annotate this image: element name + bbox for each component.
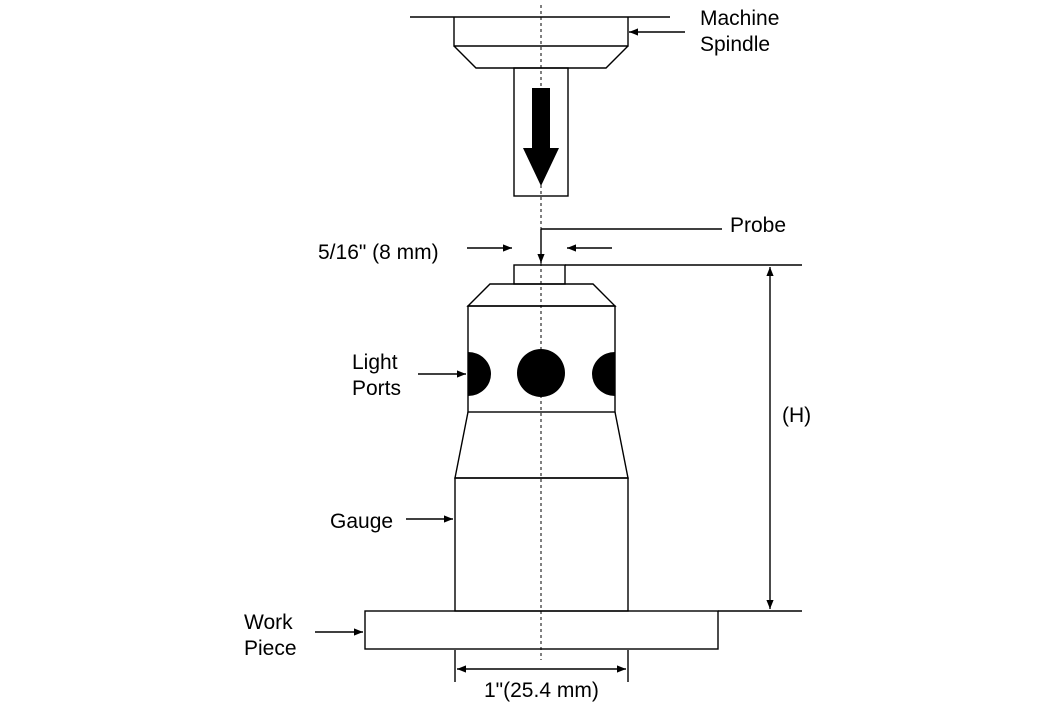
gauge-label: Gauge — [330, 510, 394, 533]
work-piece-label-line2: Piece — [244, 637, 297, 660]
height-label: (H) — [782, 404, 812, 427]
light-port-left — [468, 352, 491, 396]
probe-width-label: 5/16" (8 mm) — [318, 241, 439, 264]
light-ports-label: Light Ports — [352, 350, 401, 402]
probe-tip — [513, 264, 566, 285]
down-arrow — [523, 88, 559, 186]
work-piece-label-line1: Work — [244, 611, 293, 634]
machine-spindle-label: Machine Spindle — [700, 6, 779, 58]
base-width-label: 1"(25.4 mm) — [484, 679, 599, 702]
probe-label: Probe — [730, 214, 787, 237]
light-port-right — [592, 352, 615, 396]
light-ports-label-line2: Ports — [352, 377, 402, 400]
work-piece-label: Work Piece — [244, 610, 297, 662]
light-port-center — [517, 349, 565, 397]
machine-spindle-label-line2: Spindle — [700, 33, 771, 56]
machine-spindle-label-line1: Machine — [700, 7, 780, 30]
light-ports-label-line1: Light — [352, 351, 398, 374]
